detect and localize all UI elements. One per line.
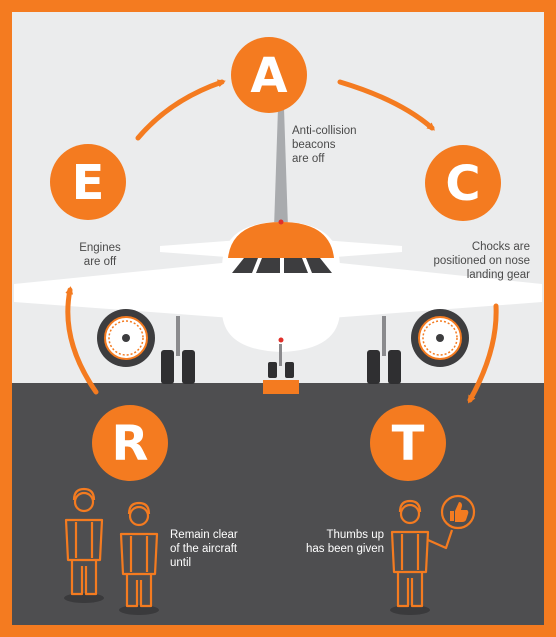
engine-icon xyxy=(97,309,155,367)
step-circle-c: C xyxy=(425,145,501,221)
step-r-caption: Remain clear of the aircraft until xyxy=(170,528,280,570)
step-e-caption: Engines are off xyxy=(60,241,140,269)
step-letter: T xyxy=(392,416,425,472)
step-letter: A xyxy=(250,48,287,104)
step-t-caption: Thumbs up has been given xyxy=(296,528,384,556)
step-circle-e: E xyxy=(50,144,126,220)
step-circle-a: A xyxy=(231,37,307,113)
engine-icon xyxy=(411,309,469,367)
step-circle-r: R xyxy=(92,405,168,481)
step-letter: R xyxy=(112,416,149,472)
step-circle-t: T xyxy=(370,405,446,481)
step-letter: E xyxy=(72,155,105,211)
chocks-icon xyxy=(263,380,299,394)
step-c-caption: Chocks are positioned on nose landing ge… xyxy=(400,240,530,282)
step-a-caption: Anti-collision beacons are off xyxy=(292,124,402,166)
step-letter: C xyxy=(445,156,480,212)
